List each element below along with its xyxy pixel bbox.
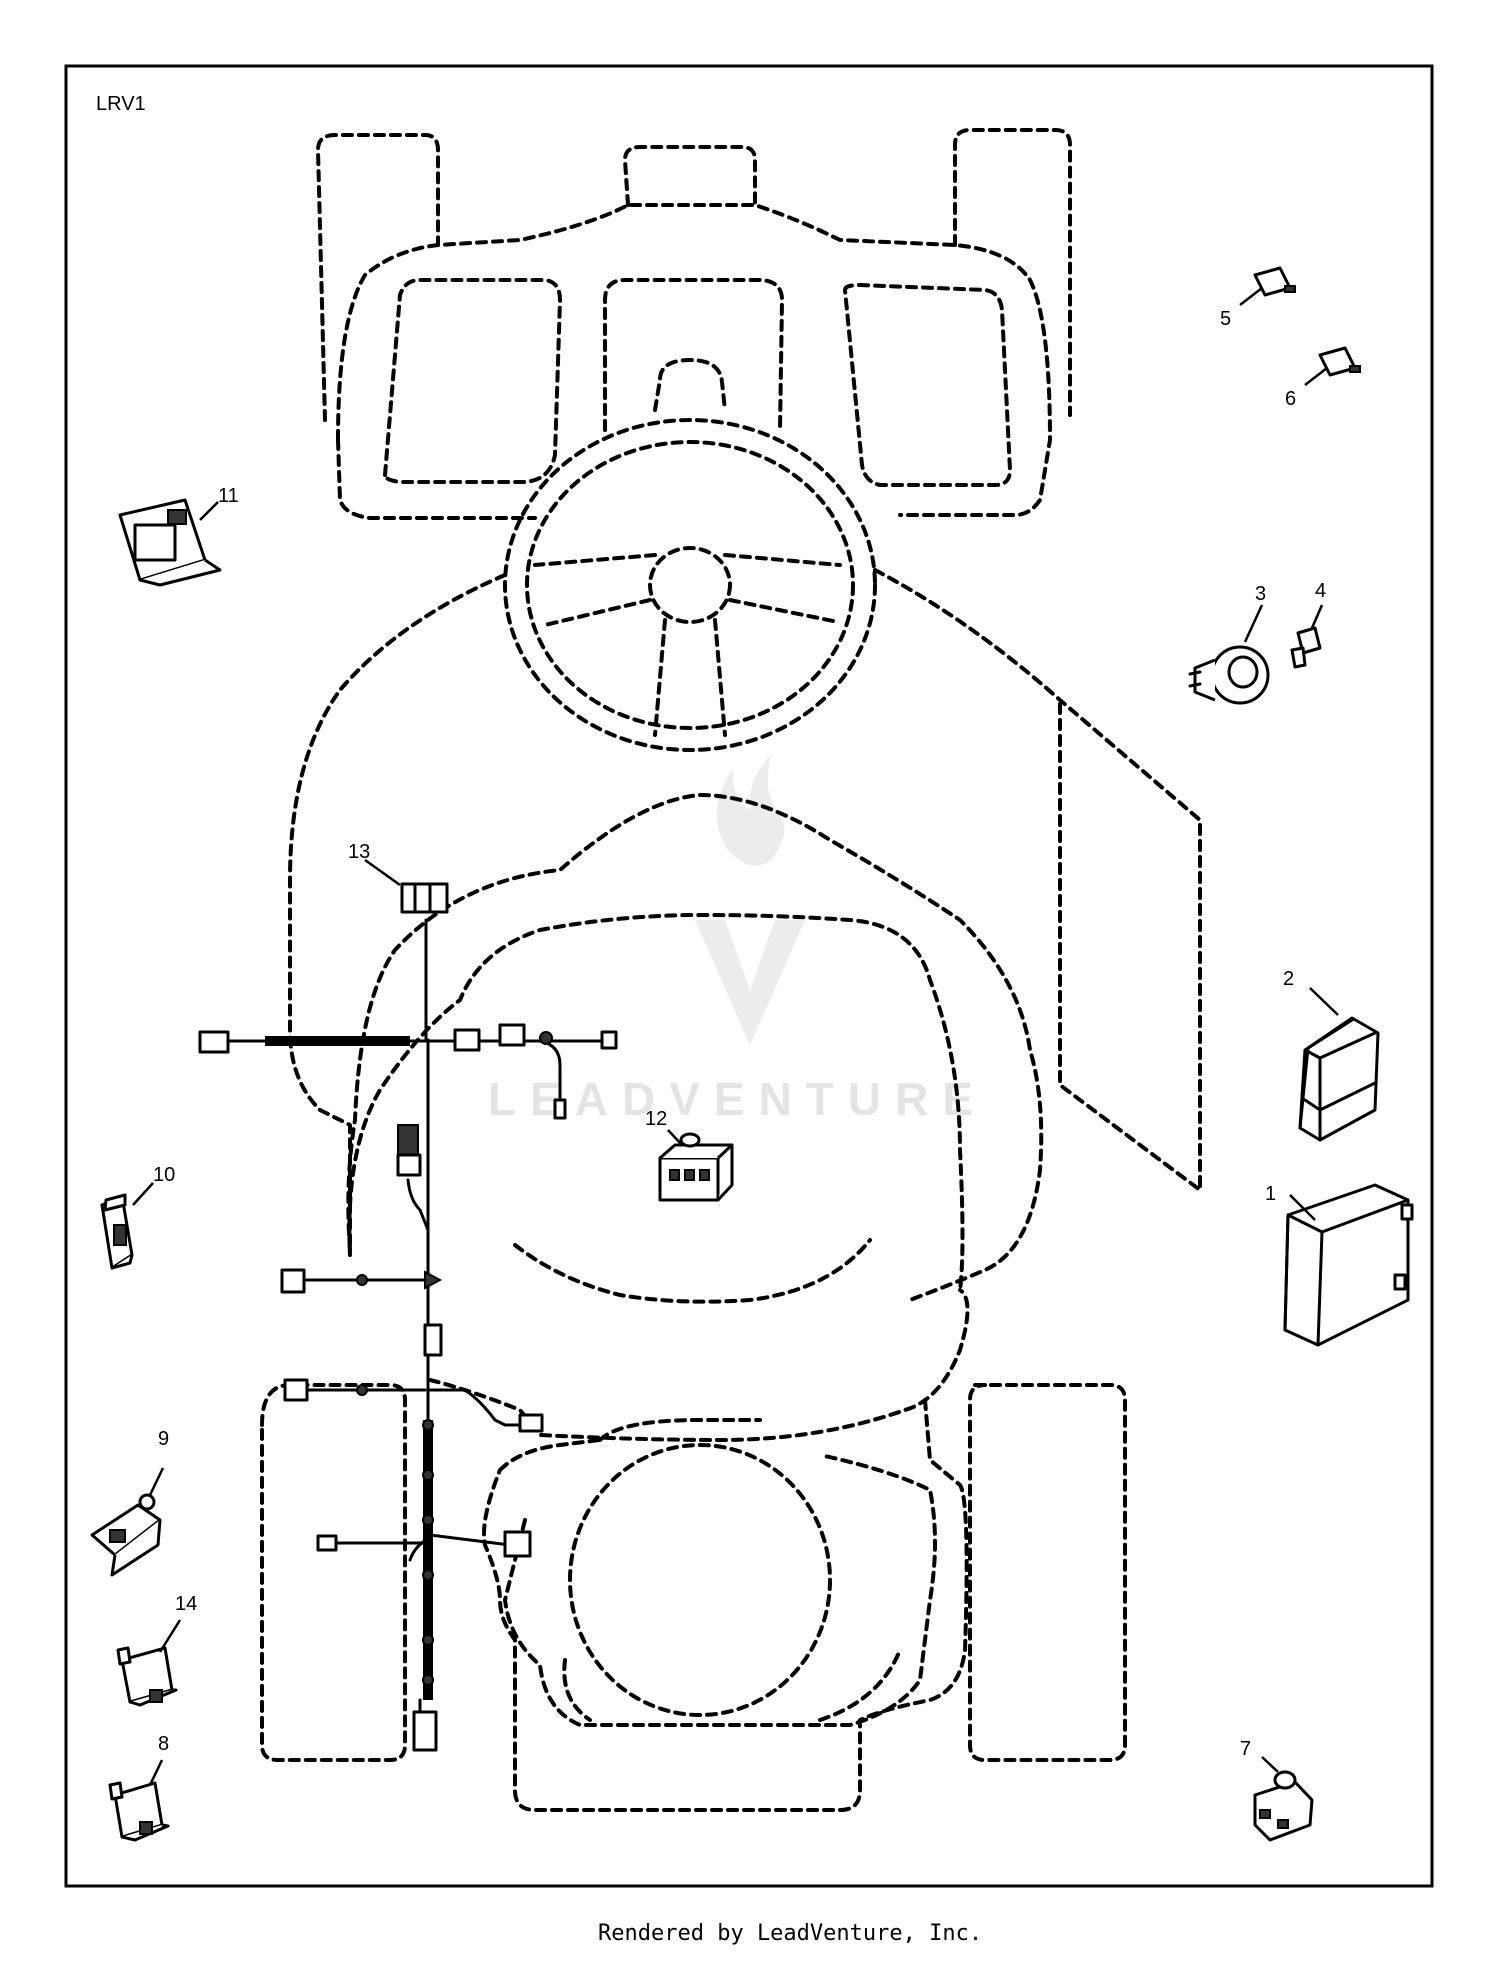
callout-8: 8 [158,1733,169,1755]
part-14-relay [116,1646,178,1707]
part-8-relay [108,1781,170,1842]
part-10-switch [100,1193,134,1270]
part-11-relay [118,498,222,587]
part-7-switch [1253,1770,1314,1842]
callout-2: 2 [1283,968,1294,990]
part-5-fuse [1253,266,1296,297]
callout-11: 11 [218,485,239,507]
callout-3: 3 [1255,583,1266,605]
part-12-switch [658,1132,734,1202]
part-6-fuse [1318,346,1361,377]
callout-7: 7 [1240,1738,1251,1760]
diagram-code: LRV1 [96,93,146,115]
diagram-frame [64,64,1434,1888]
part-4-key [1290,626,1322,669]
callout-9: 9 [158,1428,169,1450]
callout-12: 12 [645,1108,667,1130]
part-9-switch [90,1493,162,1577]
watermark-text: LEADVENTURE [488,1073,987,1125]
callout-6: 6 [1285,388,1296,410]
callout-1: 1 [1265,1183,1276,1205]
tractor-outline [260,128,1202,1812]
part-1-battery [1283,1183,1414,1347]
footer-credit: Rendered by LeadVenture, Inc. [598,1921,982,1946]
callout-5: 5 [1220,308,1231,330]
part-3-ignition-switch [1188,645,1270,705]
watermark-logo [695,755,805,1045]
wiring-harness [198,918,618,1752]
callout-4: 4 [1315,580,1326,602]
part-13-connector-block [400,882,449,914]
callout-13: 13 [348,841,370,863]
part-2-module [1298,1016,1380,1142]
callout-10: 10 [153,1164,175,1186]
callout-14: 14 [175,1593,197,1615]
